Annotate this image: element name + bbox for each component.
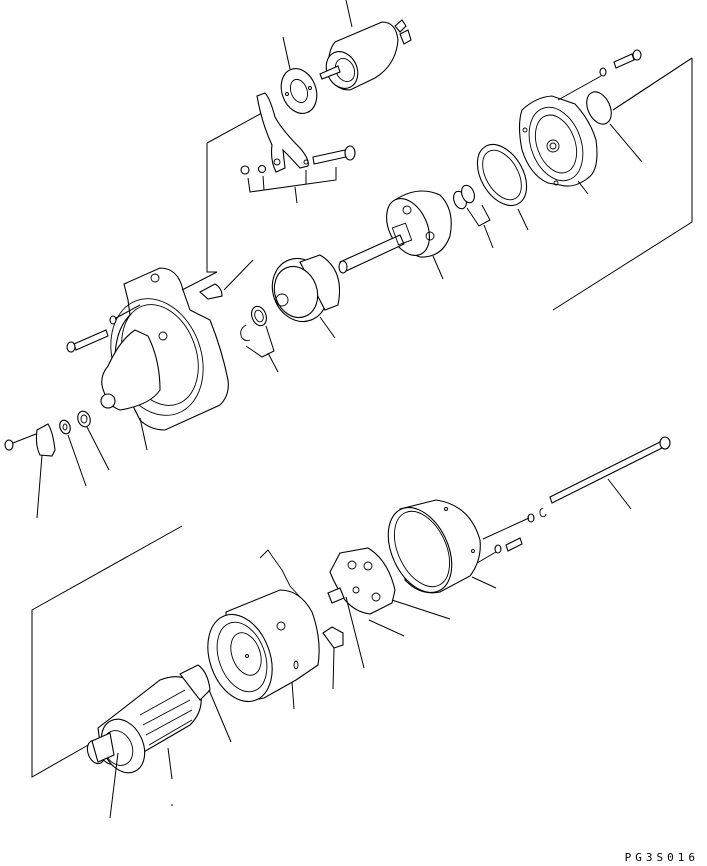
cover-plate-and-screw[interactable] [4, 423, 56, 519]
lower-assembly-frame [31, 525, 183, 778]
rear-cover-bolt-washer[interactable] [557, 49, 642, 101]
housing-bolt[interactable] [66, 304, 141, 353]
brush[interactable] [327, 587, 365, 669]
front-housing[interactable] [95, 267, 229, 451]
armature[interactable] [93, 664, 232, 780]
snap-ring-and-stop-collar[interactable] [240, 304, 279, 373]
solenoid-switch[interactable] [319, 0, 412, 94]
pinion-clutch[interactable] [264, 251, 341, 339]
solenoid-gasket-plate[interactable] [275, 36, 323, 118]
bearing[interactable] [76, 409, 110, 471]
through-bolt[interactable] [549, 436, 671, 510]
washer-set[interactable] [451, 183, 494, 249]
lever-plate[interactable] [199, 259, 254, 300]
planetary-gear-shaft[interactable] [338, 190, 452, 280]
packing-ring[interactable] [467, 136, 536, 231]
stray-dot [171, 804, 173, 806]
end-frame-cover[interactable] [376, 497, 497, 602]
washer[interactable] [58, 419, 87, 487]
brush-spring[interactable] [322, 626, 344, 690]
shift-lever[interactable] [256, 92, 309, 173]
shift-lever-pin-set[interactable] [240, 145, 356, 204]
rear-cover-o-ring[interactable] [582, 57, 693, 163]
yoke-field-coil[interactable] [196, 549, 320, 711]
armature-pinion-end[interactable] [84, 732, 119, 819]
rear-cover[interactable] [518, 95, 598, 195]
drawing-code-label: PG3S016 [624, 851, 699, 864]
